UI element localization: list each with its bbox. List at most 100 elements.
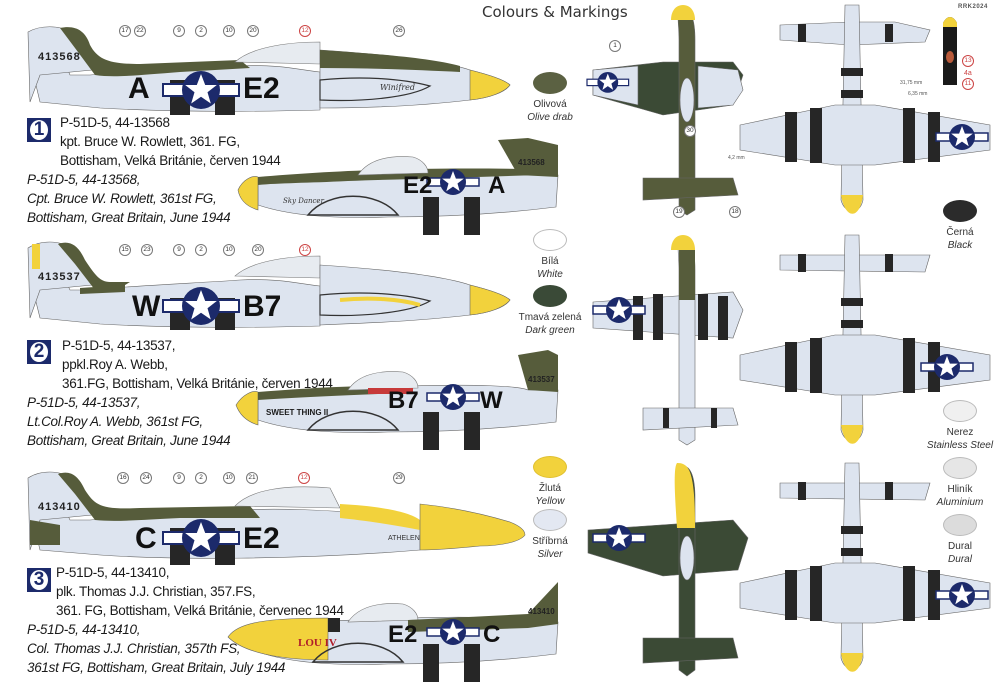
svg-text:Sky Dancer: Sky Dancer (283, 197, 325, 205)
plan-1-lower (739, 4, 991, 214)
callout-22: 22 (134, 25, 146, 37)
profile-1-right: E2 A 413568 Sky Dancer (237, 138, 559, 235)
swatch-white: Bílá White (495, 229, 605, 281)
svg-text:B7: B7 (243, 290, 281, 323)
swatch-silver: Stříbrná Silver (495, 509, 605, 561)
plan-2-lower (739, 234, 991, 444)
profile-1-nose: Winifred (319, 49, 511, 109)
scheme-2-caption-cz-3: 361.FG, Bottisham, Velká Británie, červe… (62, 376, 333, 391)
svg-text:W: W (480, 387, 503, 414)
svg-text:SWEET THING II: SWEET THING II (266, 408, 328, 417)
profile-2-right: B7 W 413537 SWEET THING II (235, 350, 559, 450)
scheme-2-caption-cz-2: ppkl.Roy A. Webb, (62, 357, 168, 372)
svg-text:C: C (135, 522, 157, 555)
callout-15: 15 (119, 244, 131, 256)
callout-12: 12 (299, 25, 311, 37)
svg-text:ATHELENE: ATHELENE (388, 535, 425, 542)
prop-callout-13: 13 (962, 55, 974, 67)
svg-text:E2: E2 (243, 72, 280, 105)
scheme-number-3: 3 (27, 568, 51, 592)
svg-text:Winifred: Winifred (380, 83, 415, 92)
svg-text:413568: 413568 (38, 51, 81, 63)
scheme-3-caption-en-3: 361st FG, Bottisham, Great Britain, July… (27, 660, 286, 675)
svg-text:C: C (483, 621, 500, 648)
callout-9c: 9 (173, 472, 185, 484)
dim-4-2mm: 4,2 mm (728, 155, 745, 161)
scheme-2-caption-cz-1: P-51D-5, 44-13537, (62, 338, 176, 353)
dim-31-75mm: 31,75 mm (900, 80, 923, 86)
scheme-1-caption-en-1: P-51D-5, 44-13568, (27, 172, 141, 187)
callout-10: 10 (223, 25, 235, 37)
scheme-3-caption-cz-3: 361. FG, Bottisham, Velká Británie, červ… (56, 603, 344, 618)
svg-text:413410: 413410 (38, 501, 81, 513)
scheme-3-caption-cz-1: P-51D-5, 44-13410, (56, 565, 170, 580)
callout-10b: 10 (223, 244, 235, 256)
svg-text:413568: 413568 (518, 158, 545, 167)
scheme-3-caption-cz-2: plk. Thomas J.J. Christian, 357.FS, (56, 584, 256, 599)
plan-1-upper (586, 5, 744, 216)
callout-21: 21 (246, 472, 258, 484)
scheme-2-caption-en-2: Lt.Col.Roy A. Webb, 361st FG, (27, 414, 203, 429)
callout-9b: 9 (173, 244, 185, 256)
scheme-3-caption-en-2: Col. Thomas J.J. Christian, 357th FS, (27, 641, 241, 656)
svg-text:413537: 413537 (528, 375, 555, 384)
callout-26: 26 (393, 25, 405, 37)
callout-17: 17 (119, 25, 131, 37)
callout-29: 29 (393, 472, 405, 484)
scheme-2-caption-en-3: Bottisham, Great Britain, June 1944 (27, 433, 231, 448)
callout-2c: 2 (195, 472, 207, 484)
profile-3-left: C E2 413410 ATHELENE (27, 471, 425, 565)
profile-3-right: E2 C 413410 LOU IV (227, 582, 559, 682)
callout-20: 20 (247, 25, 259, 37)
swatch-black: Černá Black (905, 200, 1000, 252)
svg-text:W: W (132, 290, 161, 323)
plan-2-upper (592, 235, 744, 446)
plan-callout-1: 1 (609, 40, 621, 52)
svg-text:E2: E2 (403, 172, 432, 199)
svg-text:B7: B7 (388, 387, 419, 414)
callout-10c: 10 (223, 472, 235, 484)
callout-2: 2 (195, 25, 207, 37)
svg-text:A: A (128, 72, 150, 105)
scheme-1-caption-en-3: Bottisham, Great Britain, June 1944 (27, 210, 231, 225)
scheme-1-caption-cz-2: kpt. Bruce W. Rowlett, 361. FG, (60, 134, 240, 149)
svg-text:A: A (488, 172, 505, 199)
scheme-number-2: 2 (27, 340, 51, 364)
plan-callout-19: 19 (673, 206, 685, 218)
svg-text:413537: 413537 (38, 271, 81, 283)
svg-text:LOU IV: LOU IV (298, 637, 337, 649)
profile-2-left: W B7 413537 (27, 241, 321, 330)
svg-text:E2: E2 (388, 621, 417, 648)
callout-2b: 2 (195, 244, 207, 256)
scheme-2-caption-en-1: P-51D-5, 44-13537, (27, 395, 141, 410)
svg-text:E2: E2 (243, 522, 280, 555)
swatch-dural: Dural Dural (905, 514, 1000, 566)
svg-text:413410: 413410 (528, 607, 555, 616)
propeller (943, 17, 957, 85)
callout-20b: 20 (252, 244, 264, 256)
plan-callout-30: 30 (684, 125, 696, 137)
scheme-1-caption-en-2: Cpt. Bruce W. Rowlett, 361st FG, (27, 191, 217, 206)
plan-3-lower (739, 462, 991, 672)
profile-2-nose (319, 264, 511, 326)
callout-12b: 12 (299, 244, 311, 256)
dim-6-35mm: 6,35 mm (908, 91, 928, 97)
scheme-3-caption-en-1: P-51D-5, 44-13410, (27, 622, 141, 637)
plan-callout-18: 18 (729, 206, 741, 218)
callout-12c: 12 (298, 472, 310, 484)
scheme-1-caption-cz-3: Bottisham, Velká Británie, červen 1944 (60, 153, 281, 168)
callout-24: 24 (140, 472, 152, 484)
scheme-number-1: 1 (27, 118, 51, 142)
page-title: Colours & Markings (482, 3, 628, 21)
swatch-dark-green: Tmavá zelená Dark green (495, 285, 605, 337)
prop-label-4a: 4a (964, 70, 972, 77)
callout-16: 16 (117, 472, 129, 484)
scheme-1-caption-cz-1: P-51D-5, 44-13568 (60, 115, 170, 130)
profile-3-nose (419, 503, 526, 551)
callout-9: 9 (173, 25, 185, 37)
swatch-stainless-steel: Nerez Stainless Steel (905, 400, 1000, 452)
plan-3-upper (587, 463, 749, 677)
swatch-yellow: Žlutá Yellow (495, 456, 605, 508)
swatch-olive-drab: Olivová Olive drab (495, 72, 605, 124)
swatch-oval (533, 72, 567, 94)
